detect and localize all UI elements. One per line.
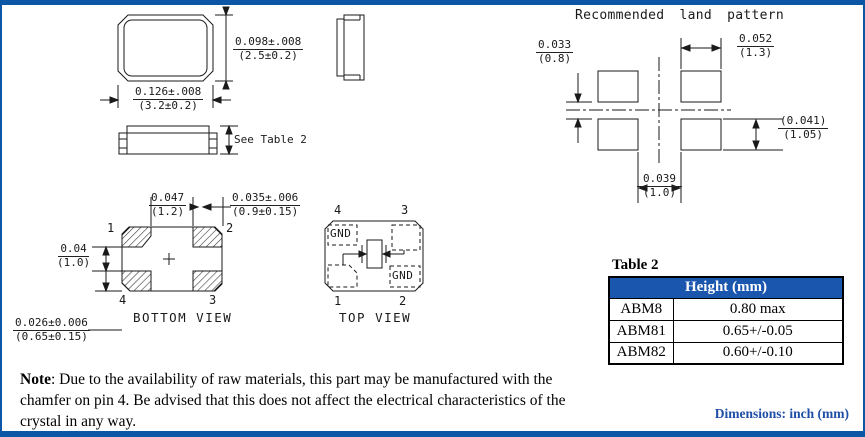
frame-right-border [863, 0, 865, 437]
top-view-pin-2: 2 [399, 294, 407, 308]
height-cell: 0.80 max [672, 297, 844, 321]
top-view-pads [327, 224, 421, 288]
top-view-pin-1: 1 [334, 294, 342, 308]
bottom-view-pin-3: 3 [209, 293, 217, 307]
land-pattern-pads [597, 70, 722, 151]
height-cell: 0.65+/-0.05 [672, 319, 844, 343]
bottom-view-pin-2: 2 [226, 221, 234, 235]
bottom-view-pin-4: 4 [119, 293, 127, 307]
top-view-pin-4: 4 [334, 203, 342, 217]
dim-pad-gap-x-label: 0.047 (1.2) [149, 191, 187, 218]
bottom-view-pads [121, 226, 223, 292]
top-view-pin-3: 3 [401, 203, 409, 217]
dim-pad-gap-y-label: 0.04 (1.0) [57, 242, 91, 269]
dimensions-units-label: Dimensions: inch (mm) [714, 406, 849, 421]
dim-lines-bottom-view [88, 197, 231, 331]
dim-pad-height-label: 0.026±0.006 (0.65±0.15) [13, 316, 90, 343]
dim-pad-width-label: 0.035±.006 (0.9±0.15) [230, 191, 301, 218]
model-cell: ABM8 [608, 297, 674, 321]
dim-lines-see-table2 [220, 124, 238, 156]
bottom-view-pin-1: 1 [107, 221, 115, 235]
land-pattern-centerlines [566, 57, 731, 166]
height-cell: 0.60+/-0.10 [672, 341, 844, 365]
top-view-body [324, 220, 424, 292]
note-label: Note [20, 371, 51, 388]
dim-land-col-gap-label: 0.039 (1.0) [637, 172, 682, 200]
package-side-view [118, 125, 218, 155]
dim-lines-package-width [100, 85, 231, 108]
model-cell: ABM81 [608, 319, 674, 343]
note-body: : Due to the availability of raw materia… [20, 371, 566, 430]
dim-lines-package-height [215, 6, 233, 90]
table-row: ABM82 0.60+/-0.10 [608, 341, 844, 365]
package-front-outline [117, 14, 214, 82]
table-row: ABM81 0.65+/-0.05 [608, 319, 844, 343]
crystal-symbol [342, 239, 405, 269]
frame-top-border [0, 0, 865, 5]
land-pattern-title: Recommended land pattern [575, 8, 785, 23]
gnd-label-top: GND [330, 227, 352, 240]
height-table: Height (mm) ABM8 0.80 max ABM81 0.65+/-0… [608, 276, 844, 365]
table-row: ABM8 0.80 max [608, 297, 844, 321]
bottom-view-label: BOTTOM VIEW [133, 310, 233, 325]
package-end-view [336, 14, 365, 81]
see-table2-label: See Table 2 [234, 133, 307, 146]
height-table-header: Height (mm) [608, 276, 844, 299]
table2-caption: Table 2 [612, 257, 659, 273]
dim-land-pad-width-label: 0.052 (1.3) [737, 32, 775, 59]
dim-package-height-label: 0.098±.008 (2.5±0.2) [233, 35, 304, 62]
dim-land-pad-height-label: (0.041) (1.05) [778, 114, 829, 141]
top-view-label: TOP VIEW [339, 310, 412, 325]
frame-bottom-border [0, 431, 865, 437]
dim-land-row-gap-label: 0.033 (0.8) [536, 38, 574, 65]
availability-note: Note: Due to the availability of raw mat… [20, 369, 572, 432]
model-cell: ABM82 [608, 341, 674, 365]
gnd-label-bottom: GND [392, 269, 414, 282]
frame-left-border [0, 0, 2, 437]
dim-package-width-label: 0.126±.008 (3.2±0.2) [133, 85, 204, 112]
bottom-view-center-cross [163, 253, 175, 265]
